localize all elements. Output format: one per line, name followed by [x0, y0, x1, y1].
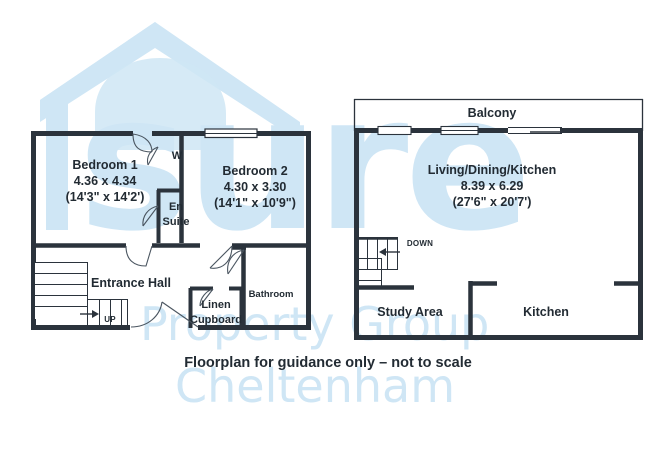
- watermark-wordmark: sure: [78, 54, 528, 273]
- room-dim-metric-bedroom-2: 4.30 x 3.30: [223, 180, 287, 194]
- left-plan-outer-walls: [31, 131, 311, 330]
- room-dim-metric-bedroom-1: 4.36 x 4.34: [73, 174, 137, 188]
- right-plan-internal-walls: [356, 281, 641, 338]
- stairs-up-label: UP: [104, 315, 116, 324]
- room-label-bedroom-1: Bedroom 1: [72, 158, 138, 172]
- room-label-balcony: Balcony: [467, 106, 517, 120]
- window-bedroom2: [204, 128, 258, 139]
- room-label-living-dining-kitchen: Living/Dining/Kitchen: [427, 163, 557, 177]
- room-label-bedroom-2: Bedroom 2: [222, 164, 288, 178]
- watermark-line-2: Cheltenham: [175, 359, 455, 413]
- left-plan-internal-walls: [33, 131, 309, 328]
- room-dim-imperial-bedroom-2: (14'1" x 10'9"): [214, 196, 296, 210]
- room-dim-imperial-living-dining-kitchen: (27'6" x 20'7'): [452, 195, 532, 209]
- stairs-up-arrow-icon: [80, 310, 99, 318]
- room-label-entrance-hall: Entrance Hall: [91, 276, 171, 290]
- room-label-linen-cupboard-line1: Linen: [201, 299, 231, 311]
- room-dim-imperial-bedroom-1: (14'3" x 14'2'): [65, 190, 145, 204]
- room-label-kitchen: Kitchen: [523, 305, 569, 319]
- stairs-down-arrow-icon: [379, 248, 400, 256]
- door-bedroom1-top: [132, 133, 153, 153]
- room-dim-metric-living-dining-kitchen: 8.39 x 6.29: [460, 179, 524, 193]
- watermark-line-1: Property Group: [140, 297, 489, 351]
- room-label-study-area: Study Area: [377, 305, 443, 319]
- room-label-bathroom: Bathroom: [248, 289, 294, 300]
- room-label-en-suite-line2: Suite: [162, 216, 190, 228]
- balcony-glazing: [377, 125, 562, 136]
- room-label-linen-cupboard-line2: Cupboard: [190, 314, 242, 326]
- right-plan-outer-walls: [354, 128, 643, 340]
- stairs-down: [358, 237, 400, 288]
- stairs-up: [35, 262, 128, 327]
- balcony-outline: [353, 98, 644, 131]
- floorplan-disclaimer: Floorplan for guidance only – not to sca…: [184, 355, 472, 371]
- stairs-down-label: DOWN: [406, 239, 434, 248]
- room-label-en-suite-line1: En: [168, 201, 184, 213]
- left-plan-door-arcs: [125, 146, 245, 328]
- room-label-wardrobe: W: [171, 150, 183, 162]
